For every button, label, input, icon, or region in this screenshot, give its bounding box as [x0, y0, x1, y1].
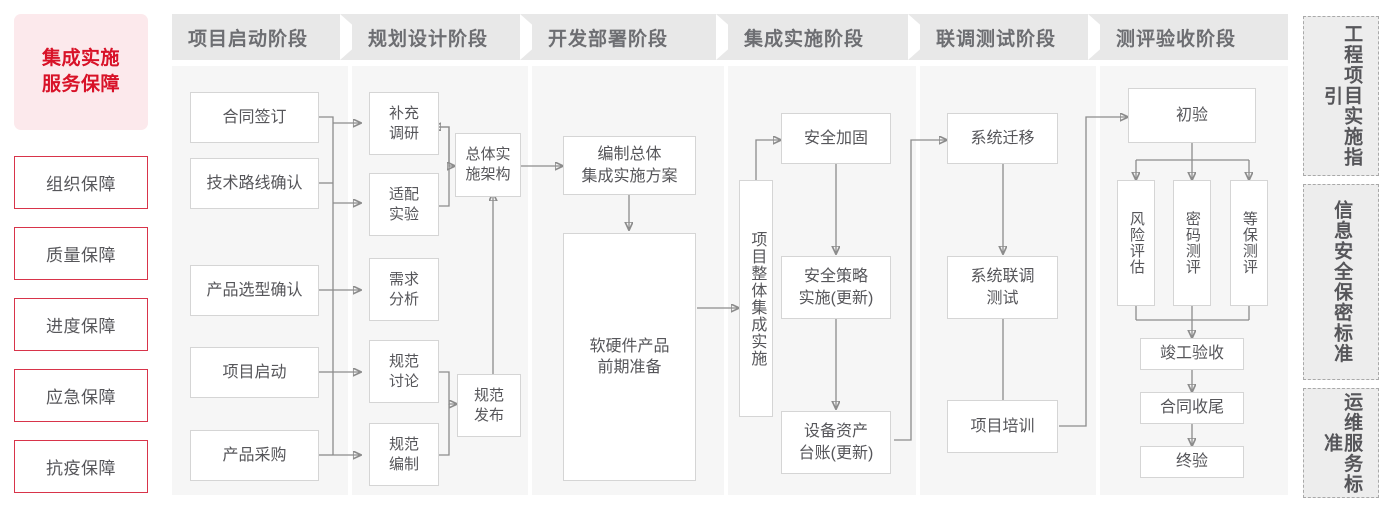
node-label: 密码测评 — [1183, 211, 1201, 275]
node-overall-integration[interactable]: 项目整体集成实施 — [739, 180, 773, 417]
node-contract-signing[interactable]: 合同签订 — [190, 92, 319, 143]
node-adaptation-test[interactable]: 适配实验 — [369, 173, 439, 236]
rail-item-label: 抗疫保障 — [46, 459, 116, 478]
phase-header-6: 测评验收阶段 — [1100, 14, 1288, 60]
phase-title: 集成实施阶段 — [744, 28, 865, 50]
phase-title: 项目启动阶段 — [188, 28, 309, 50]
node-final-acceptance[interactable]: 终验 — [1140, 446, 1244, 478]
node-label: 设备资产台账(更新) — [798, 423, 874, 462]
node-label: 合同签订 — [222, 108, 287, 126]
node-crypto-evaluation[interactable]: 密码测评 — [1173, 180, 1211, 306]
node-label: 补充调研 — [388, 104, 419, 142]
node-project-kickoff[interactable]: 项目启动 — [190, 347, 319, 398]
node-security-hardening[interactable]: 安全加固 — [781, 113, 891, 164]
node-tech-route-confirm[interactable]: 技术路线确认 — [190, 158, 319, 209]
standard-label: 信息安全保密标准 — [1331, 200, 1353, 364]
node-contract-closure[interactable]: 合同收尾 — [1140, 392, 1244, 424]
node-product-selection[interactable]: 产品选型确认 — [190, 265, 319, 316]
rail-item-label: 组织保障 — [46, 175, 116, 194]
node-label: 规范发布 — [473, 386, 504, 424]
node-spec-drafting[interactable]: 规范编制 — [369, 423, 439, 486]
standard-ops-service[interactable]: 运维服务标准 — [1303, 388, 1379, 498]
node-label: 适配实验 — [388, 185, 419, 223]
rail-item-schedule[interactable]: 进度保障 — [14, 298, 148, 351]
phase-header-5: 联调测试阶段 — [920, 14, 1114, 60]
node-label: 总体实施架构 — [465, 146, 511, 183]
node-completion-acceptance[interactable]: 竣工验收 — [1140, 338, 1244, 370]
node-asset-ledger[interactable]: 设备资产台账(更新) — [781, 411, 891, 474]
node-label: 终验 — [1175, 453, 1208, 471]
phase-title: 测评验收阶段 — [1116, 28, 1237, 50]
node-label: 竣工验收 — [1159, 345, 1224, 363]
rail-item-label: 进度保障 — [46, 317, 116, 336]
node-label: 系统迁移 — [970, 129, 1035, 147]
phase-header-4: 集成实施阶段 — [728, 14, 934, 60]
node-joint-debug-test[interactable]: 系统联调测试 — [947, 256, 1058, 319]
node-label: 软硬件产品前期准备 — [589, 337, 670, 376]
node-label: 等保测评 — [1240, 211, 1258, 275]
node-overall-architecture[interactable]: 总体实施架构 — [455, 133, 521, 197]
left-rail-hero: 集成实施 服务保障 — [14, 14, 148, 130]
node-label: 安全加固 — [803, 129, 868, 147]
phase-title: 开发部署阶段 — [548, 28, 669, 50]
phase-header-2: 规划设计阶段 — [352, 14, 546, 60]
node-label: 规范讨论 — [388, 352, 419, 390]
rail-item-epidemic[interactable]: 抗疫保障 — [14, 440, 148, 493]
left-rail-hero-line1: 集成实施 — [41, 48, 120, 70]
node-label: 风险评估 — [1127, 211, 1145, 275]
node-label: 安全策略实施(更新) — [798, 268, 874, 307]
node-requirement-analysis[interactable]: 需求分析 — [369, 258, 439, 321]
node-label: 产品采购 — [222, 446, 287, 464]
node-hw-sw-preparation[interactable]: 软硬件产品前期准备 — [563, 233, 696, 481]
rail-item-emergency[interactable]: 应急保障 — [14, 369, 148, 422]
node-label: 项目启动 — [222, 363, 287, 381]
rail-item-organization[interactable]: 组织保障 — [14, 156, 148, 209]
node-label: 产品选型确认 — [206, 281, 303, 299]
standard-infosec-confidential[interactable]: 信息安全保密标准 — [1303, 184, 1379, 380]
phase-title: 联调测试阶段 — [936, 28, 1057, 50]
node-label: 需求分析 — [388, 270, 419, 308]
standard-engineering-guideline[interactable]: 工程项目实施指引 — [1303, 16, 1379, 176]
phase-header-3: 开发部署阶段 — [532, 14, 742, 60]
node-overall-plan-drafting[interactable]: 编制总体集成实施方案 — [563, 136, 696, 195]
phase-header-1: 项目启动阶段 — [172, 14, 366, 60]
node-label: 规范编制 — [388, 435, 419, 473]
node-mlps-evaluation[interactable]: 等保测评 — [1230, 180, 1268, 306]
standard-label: 工程项目实施指引 — [1321, 24, 1363, 168]
left-rail-hero-line2: 服务保障 — [41, 74, 120, 95]
node-security-policy[interactable]: 安全策略实施(更新) — [781, 256, 891, 319]
phase-title: 规划设计阶段 — [368, 28, 489, 50]
node-label: 系统联调测试 — [970, 268, 1035, 307]
rail-item-label: 应急保障 — [46, 388, 116, 407]
rail-item-label: 质量保障 — [46, 246, 116, 265]
standard-label: 运维服务标准 — [1321, 391, 1363, 495]
node-system-migration[interactable]: 系统迁移 — [947, 113, 1058, 164]
node-label: 合同收尾 — [1159, 399, 1224, 417]
node-risk-assessment[interactable]: 风险评估 — [1117, 180, 1155, 306]
node-product-purchase[interactable]: 产品采购 — [190, 430, 319, 481]
node-preliminary-acceptance[interactable]: 初验 — [1128, 88, 1256, 143]
node-label: 项目培训 — [970, 417, 1035, 435]
node-label: 编制总体集成实施方案 — [581, 146, 678, 185]
node-label: 项目整体集成实施 — [748, 230, 766, 367]
node-label: 初验 — [1175, 106, 1208, 124]
node-supplementary-research[interactable]: 补充调研 — [369, 92, 439, 155]
node-label: 技术路线确认 — [206, 174, 303, 192]
node-spec-release[interactable]: 规范发布 — [457, 374, 521, 437]
node-spec-discussion[interactable]: 规范讨论 — [369, 340, 439, 403]
rail-item-quality[interactable]: 质量保障 — [14, 227, 148, 280]
node-project-training[interactable]: 项目培训 — [947, 400, 1058, 453]
